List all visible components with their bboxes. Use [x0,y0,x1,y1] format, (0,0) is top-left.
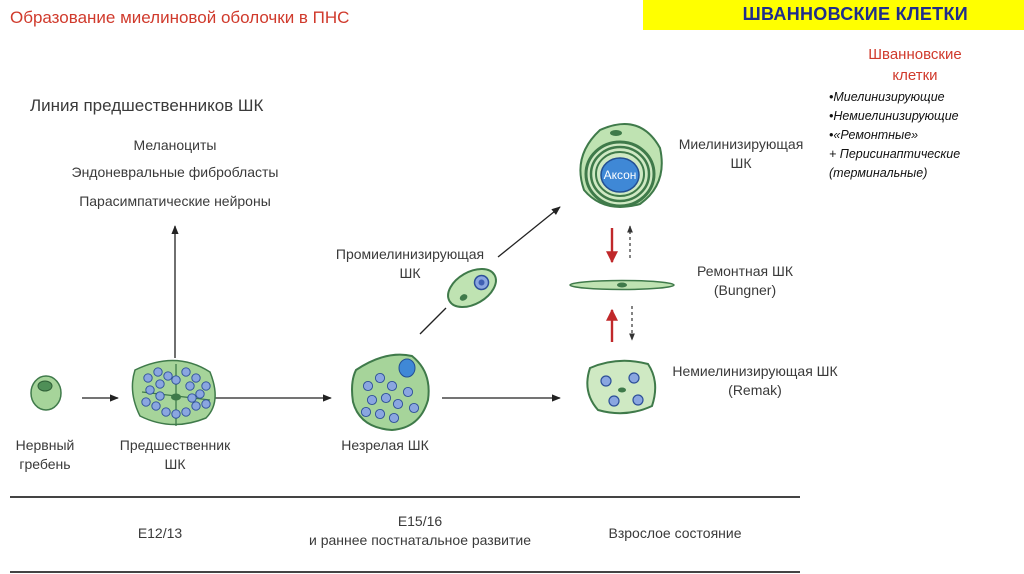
nucleus-dot [187,393,197,403]
nucleus-dot [191,373,201,383]
neural-crest-label: Нервный гребень [0,436,90,474]
nucleus-dot [380,392,392,404]
side-note-heading: Шванновские клетки [860,44,970,86]
myelinating-label-line2: ШК [730,155,752,171]
nonmyelinating-label-line2: (Remak) [728,382,782,398]
nucleus-dot [181,367,191,377]
timeline-stage1: E12/13 [137,525,183,541]
side-note-item: •Миелинизирующие [829,90,945,104]
neural-crest-cell [30,375,62,411]
precursor-cell [131,359,216,426]
nucleus-dot [195,389,205,399]
timeline-stage2: E15/16 и раннее постнатальное развитие [270,512,570,550]
repair-label: Ремонтная ШК (Bungner) [670,262,820,300]
nonmyelinating-label: Немиелинизирующая ШК (Remak) [655,362,855,400]
nucleus-dot [191,401,201,411]
arrow-immature-to-promyelinating [419,307,447,335]
precursor-label-line1: Предшественник [119,437,231,453]
neural-crest-label-line2: гребень [19,456,71,472]
side-note-item: •«Ремонтные» [829,128,919,142]
nucleus-dot [362,380,374,392]
banner-label: ШВАННОВСКИЕ КЛЕТКИ [742,4,968,24]
repair-label-line2: (Bungner) [713,282,777,298]
nucleus-dot [388,412,400,424]
nucleus-dot [151,401,161,411]
lineage-item-fibroblasts: Эндоневральные фибробласты [71,164,279,180]
nucleus-dot [201,381,211,391]
myelinating-label: Миелинизирующая ШК [666,135,816,173]
nucleus-dot [161,407,171,417]
nucleus-dot [155,379,165,389]
promyelinating-label: Промиелинизирующая ШК [310,245,510,283]
promyelinating-label-line1: Промиелинизирующая [335,246,485,262]
myelinating-label-line1: Миелинизирующая [678,136,804,152]
nucleus-dot [143,373,153,383]
nucleus-dot [374,372,386,384]
nucleus-dot [181,407,191,417]
lineage-item-neurons: Парасимпатические нейроны [79,193,271,209]
side-note-item: + Перисинаптические [829,147,961,161]
nucleus-dot [185,381,195,391]
repair-sc-cell [569,279,675,291]
neural-crest-label-line1: Нервный [15,437,75,453]
nucleus-dot [171,375,181,385]
precursor-label: Предшественник ШК [110,436,240,474]
nucleus-dot [171,409,181,419]
nucleus-dot [201,399,211,409]
nucleus-dot [163,371,173,381]
slide-title: Образование миелиновой оболочки в ПНС [10,8,350,27]
side-note-heading-line1: Шванновские [868,46,962,63]
side-note-item: (терминальные) [829,166,928,180]
nonmyelinating-sc-cell [586,359,657,415]
nucleus-dot [153,367,163,377]
lineage-item-melanocytes: Меланоциты [133,137,217,153]
nucleus-dot [360,406,372,418]
nucleus-dot [141,397,151,407]
promyelinating-label-line2: ШК [399,265,421,281]
nucleus-dot [386,380,398,392]
nonmyelinating-label-line1: Немиелинизирующая ШК [672,363,838,379]
immature-sc-cell [351,353,430,432]
timeline-stage3: Взрослое состояние [608,525,742,541]
precursor-label-line2: ШК [164,456,186,472]
title-banner: ШВАННОВСКИЕ КЛЕТКИ [643,0,1024,30]
repair-label-line1: Ремонтная ШК [696,263,794,279]
timeline-stage2-line1: E15/16 [397,513,443,529]
axon-label: Аксон [604,168,637,182]
myelinating-sc-cell [579,123,663,208]
nucleus-dot [408,402,420,414]
promyelinating-sc-cell [447,268,497,308]
side-note-list: •Миелинизирующие •Немиелинизирующие •«Ре… [829,88,960,183]
nucleus-dot [155,391,165,401]
nucleus-dot [402,386,414,398]
immature-label: Незрелая ШК [341,437,429,453]
nucleus-dot [374,408,386,420]
nucleus-dot [366,394,378,406]
arrow-promyelinating-to-myelinating [497,206,561,258]
nucleus-dot [145,385,155,395]
side-note-heading-line2: клетки [892,67,938,84]
lineage-heading: Линия предшественников ШК [30,96,264,115]
side-note-item: •Немиелинизирующие [829,109,959,123]
timeline-stage2-line2: и раннее постнатальное развитие [308,532,531,548]
nucleus-dot [392,398,404,410]
